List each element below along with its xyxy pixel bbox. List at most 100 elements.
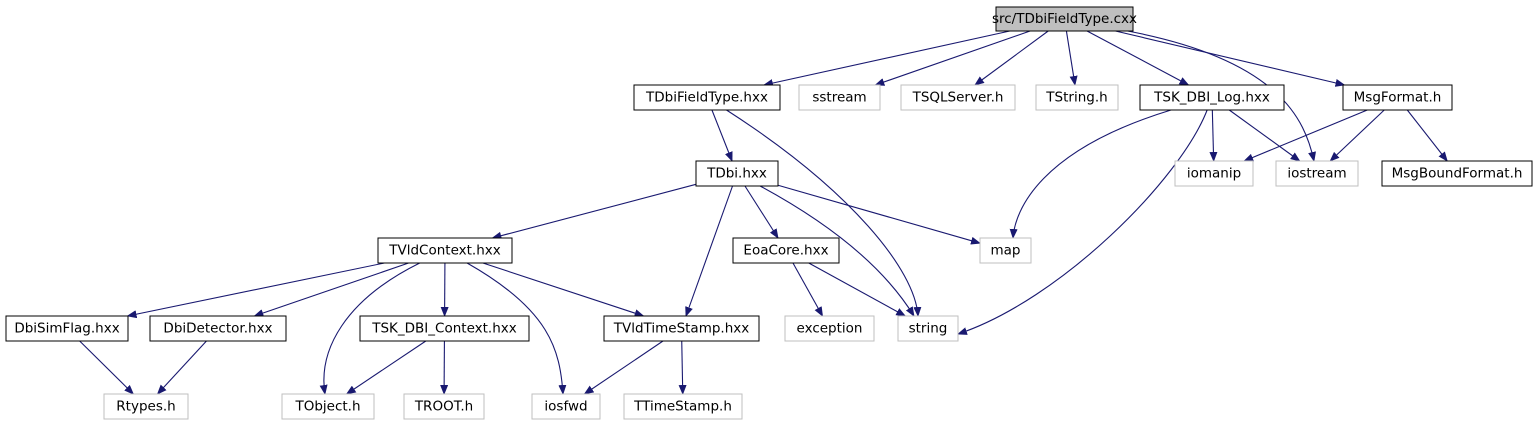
- edge-tdbi_hxx-to-tvldcontext_hxx: [491, 183, 697, 240]
- node-box: [603, 315, 760, 342]
- edge-root-to-tsqlserver_h: [974, 30, 1049, 86]
- edge-msgformat_h-to-iostream: [1329, 109, 1385, 162]
- node-box: [798, 84, 881, 111]
- node-label: string: [909, 321, 948, 337]
- node-tdbifieldtype_hxx[interactable]: TDbiFieldType.hxx: [633, 84, 781, 111]
- node-box: [531, 393, 601, 420]
- node-box: [900, 84, 1016, 111]
- edges-layer: [79, 30, 1448, 395]
- node-label: src/TDbiFieldType.cxx: [992, 11, 1137, 27]
- node-tobject_h: TObject.h: [281, 393, 375, 420]
- node-box: [281, 393, 375, 420]
- edge-tdbi_hxx-to-map: [777, 184, 981, 245]
- edge-tvldcontext_hxx-to-dbisimflag_hxx: [126, 262, 385, 319]
- edge-msgformat_h-to-iomanip: [1243, 109, 1368, 162]
- node-tsqlserver_h: TSQLServer.h: [900, 84, 1016, 111]
- node-box: [732, 237, 840, 264]
- node-tsk_dbi_context_hxx[interactable]: TSK_DBI_Context.hxx: [359, 315, 530, 342]
- node-box: [784, 315, 875, 342]
- node-label: map: [991, 243, 1021, 259]
- edge-tsk_dbi_log_hxx-to-map: [1009, 109, 1172, 239]
- node-rtypes_h: Rtypes.h: [103, 393, 189, 420]
- node-label: TDbi.hxx: [706, 166, 767, 182]
- node-eoacore_hxx[interactable]: EoaCore.hxx: [732, 237, 840, 264]
- node-label: DbiDetector.hxx: [163, 321, 272, 337]
- node-box: [377, 237, 513, 264]
- edge-tdbi_hxx-to-eoacore_hxx: [744, 185, 779, 239]
- edge-root-to-msgformat_h: [1115, 30, 1346, 87]
- node-label: TDbiFieldType.hxx: [645, 90, 768, 106]
- edge-tvldcontext_hxx-to-tobject_h: [319, 262, 420, 395]
- node-label: iosfwd: [544, 399, 587, 415]
- node-box: [403, 393, 485, 420]
- node-box: [633, 84, 781, 111]
- node-box: [979, 237, 1032, 264]
- node-box: [1275, 160, 1359, 187]
- node-sstream: sstream: [798, 84, 881, 111]
- node-label: iomanip: [1187, 166, 1241, 182]
- node-tvldtimestamp_hxx[interactable]: TVldTimeStamp.hxx: [603, 315, 760, 342]
- node-label: TROOT.h: [414, 399, 473, 415]
- edge-eoacore_hxx-to-exception: [792, 262, 824, 317]
- node-label: sstream: [812, 90, 866, 106]
- node-box: [897, 315, 959, 342]
- edge-msgformat_h-to-msgboundformat_h: [1406, 109, 1448, 162]
- node-label: DbiSimFlag.hxx: [14, 321, 119, 337]
- node-box: [623, 393, 743, 420]
- edge-tdbi_hxx-to-string: [759, 185, 915, 317]
- edge-tdbifieldtype_hxx-to-tdbi_hxx: [711, 109, 733, 162]
- node-root[interactable]: src/TDbiFieldType.cxx: [992, 6, 1137, 32]
- node-box: [149, 315, 287, 342]
- node-msgboundformat_h[interactable]: MsgBoundFormat.h: [1381, 160, 1533, 187]
- node-box: [5, 315, 129, 342]
- node-label: MsgFormat.h: [1354, 90, 1442, 106]
- edge-tsk_dbi_log_hxx-to-string: [957, 109, 1208, 335]
- node-tsk_dbi_log_hxx[interactable]: TSK_DBI_Log.hxx: [1139, 84, 1285, 111]
- node-msgformat_h[interactable]: MsgFormat.h: [1342, 84, 1453, 111]
- node-box: [995, 6, 1134, 32]
- node-label: TString.h: [1045, 90, 1107, 106]
- node-label: TSQLServer.h: [912, 90, 1004, 106]
- edge-tsk_dbi_log_hxx-to-iomanip: [1209, 109, 1218, 162]
- node-dbidetector_hxx[interactable]: DbiDetector.hxx: [149, 315, 287, 342]
- node-label: EoaCore.hxx: [743, 243, 828, 259]
- node-box: [359, 315, 530, 342]
- node-tstring_h: TString.h: [1035, 84, 1119, 111]
- edge-dbidetector_hxx-to-rtypes_h: [156, 340, 207, 395]
- node-label: TVldTimeStamp.hxx: [613, 321, 750, 337]
- edge-tdbi_hxx-to-tvldtimestamp_hxx: [685, 185, 734, 317]
- node-label: TVldContext.hxx: [388, 243, 501, 259]
- node-iosfwd: iosfwd: [531, 393, 601, 420]
- node-box: [1342, 84, 1453, 111]
- edge-root-to-tstring_h: [1065, 30, 1078, 86]
- edge-tdbifieldtype_hxx-to-string: [726, 109, 922, 317]
- node-map: map: [979, 237, 1032, 264]
- node-label: exception: [797, 321, 863, 337]
- edge-root-to-tdbifieldtype_hxx: [762, 30, 1010, 87]
- node-string: string: [897, 315, 959, 342]
- edge-tvldtimestamp_hxx-to-iosfwd: [583, 340, 664, 395]
- node-box: [1139, 84, 1285, 111]
- node-iomanip: iomanip: [1174, 160, 1254, 187]
- node-exception: exception: [784, 315, 875, 342]
- node-box: [1381, 160, 1533, 187]
- node-label: TObject.h: [294, 399, 360, 415]
- node-label: iostream: [1287, 166, 1346, 182]
- node-dbisimflag_hxx[interactable]: DbiSimFlag.hxx: [5, 315, 129, 342]
- edge-tvldcontext_hxx-to-iosfwd: [466, 262, 567, 395]
- edge-root-to-sstream: [874, 30, 1031, 86]
- edge-root-to-tsk_dbi_log_hxx: [1086, 30, 1190, 86]
- node-label: TSK_DBI_Context.hxx: [371, 321, 517, 337]
- node-label: MsgBoundFormat.h: [1392, 166, 1523, 182]
- edge-tvldtimestamp_hxx-to-ttimestamp_h: [678, 340, 687, 395]
- node-tdbi_hxx[interactable]: TDbi.hxx: [695, 160, 779, 187]
- node-tvldcontext_hxx[interactable]: TVldContext.hxx: [377, 237, 513, 264]
- edge-dbisimflag_hxx-to-rtypes_h: [79, 340, 135, 395]
- node-label: TTimeStamp.h: [633, 399, 732, 415]
- node-iostream: iostream: [1275, 160, 1359, 187]
- edge-tvldcontext_hxx-to-dbidetector_hxx: [253, 262, 409, 317]
- node-troot_h: TROOT.h: [403, 393, 485, 420]
- node-ttimestamp_h: TTimeStamp.h: [623, 393, 743, 420]
- node-box: [103, 393, 189, 420]
